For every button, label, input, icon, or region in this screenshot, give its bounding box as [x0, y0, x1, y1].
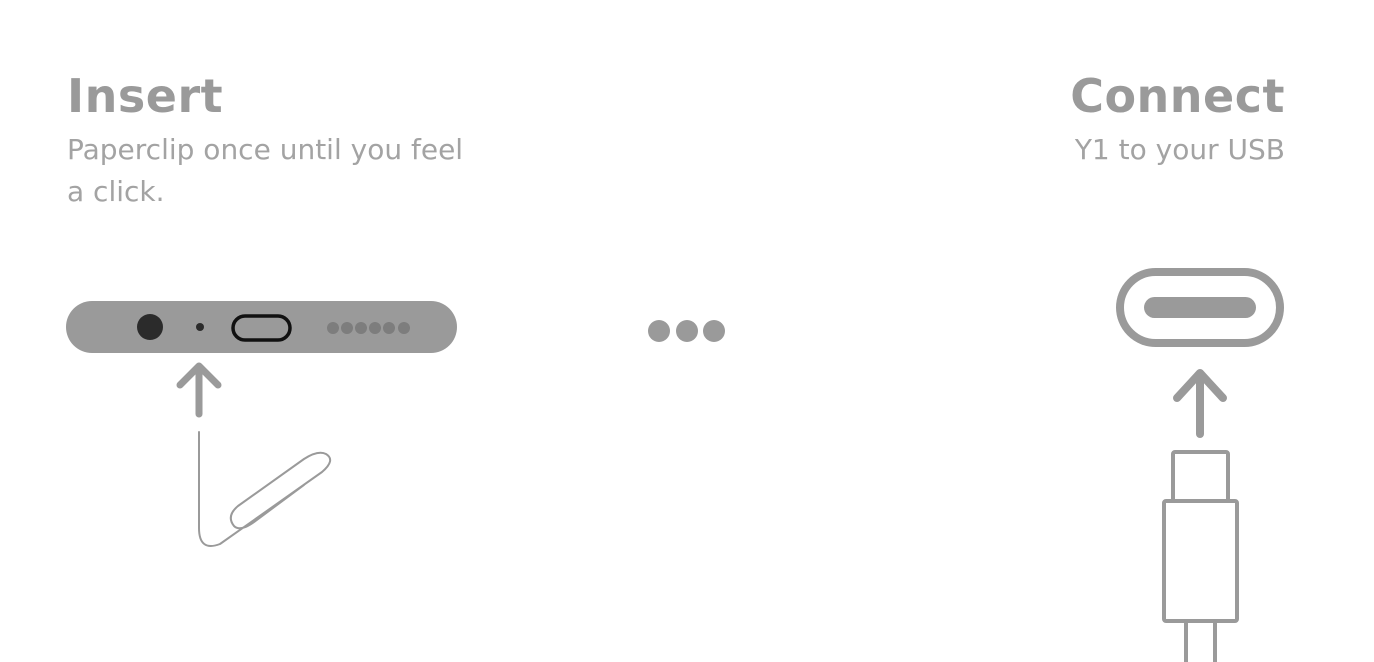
usb-c-port-icon — [1116, 268, 1284, 347]
usb-c-cable-icon — [1162, 450, 1239, 662]
headphone-jack-icon — [137, 314, 163, 340]
speaker-grille-icon — [327, 322, 410, 334]
arrow-up-icon — [176, 362, 222, 418]
ellipsis-dots-icon — [648, 320, 725, 342]
connect-title: Connect — [1070, 69, 1285, 123]
device-usb-port-icon — [231, 314, 292, 342]
insert-description: Paperclip once until you feel a click. — [67, 133, 464, 208]
device-bottom-edge-icon — [66, 301, 457, 353]
arrow-up-icon — [1173, 369, 1227, 438]
paperclip-icon — [198, 431, 332, 547]
connect-description: Y1 to your USB — [1074, 133, 1285, 166]
reset-hole-icon — [196, 323, 204, 331]
insert-title: Insert — [67, 69, 224, 123]
